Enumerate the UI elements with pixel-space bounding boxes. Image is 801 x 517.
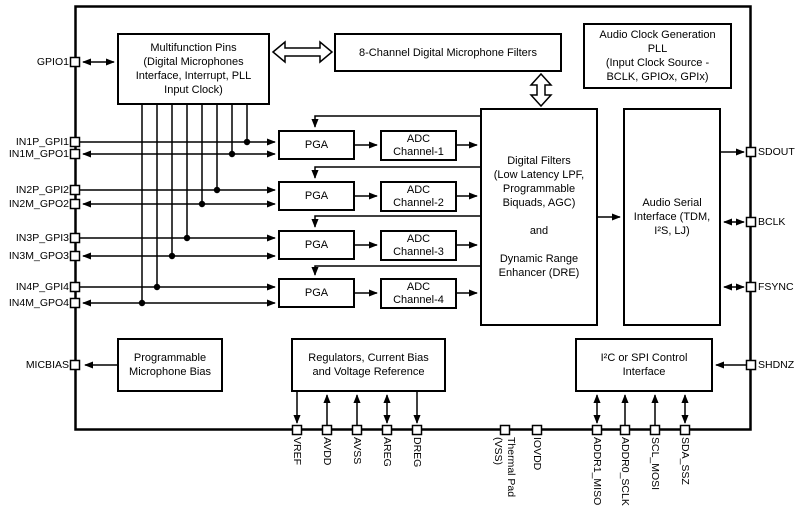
- multifunction-pins-label: Multifunction Pins (Digital Microphones …: [135, 42, 252, 96]
- junction-dots: [138, 138, 251, 307]
- pin-label-sda-ssz: SDA_SSZ: [679, 437, 691, 485]
- pga-block-3: PGA: [278, 230, 355, 260]
- pin-label-iovdd: IOVDD: [531, 437, 543, 471]
- pga-label-4: PGA: [304, 286, 329, 299]
- pin-label-in4m-gpo4: IN4M_GPO4: [8, 297, 69, 309]
- pin-label-scl-mosi: SCL_MOSI: [649, 437, 661, 491]
- regulators-label: Regulators, Current Bias and Voltage Ref…: [308, 352, 429, 378]
- pin-label-in2m-gpo2: IN2M_GPO2: [8, 198, 69, 210]
- pin-label-addr0-sclk: ADDR0_SCLK: [619, 437, 631, 506]
- pga-block-4: PGA: [278, 278, 355, 308]
- pga-label-2: PGA: [304, 189, 329, 202]
- dmic-bus-arrow-horizontal: [271, 40, 334, 64]
- mic-bias-block: Programmable Microphone Bias: [117, 338, 223, 392]
- pin-label-gpio1: GPIO1: [36, 56, 69, 68]
- pin-label-in4p-gpi4: IN4P_GPI4: [15, 281, 69, 293]
- adc-channel-label-4: ADC Channel-4: [393, 280, 444, 306]
- digital-filters-label: Digital Filters (Low Latency LPF, Progra…: [493, 155, 585, 279]
- pin-label-avss: AVSS: [351, 437, 363, 465]
- pga-block-2: PGA: [278, 181, 355, 211]
- control-interface-label: I²C or SPI Control Interface: [600, 352, 688, 378]
- digital-filters-block: Digital Filters (Low Latency LPF, Progra…: [480, 108, 598, 326]
- audio-serial-interface-block: Audio Serial Interface (TDM, I²S, LJ): [623, 108, 721, 326]
- signal-lines: [80, 58, 746, 425]
- pin-label-areg: AREG: [381, 437, 393, 467]
- adc-channel-label-3: ADC Channel-3: [393, 232, 444, 258]
- pga-label-3: PGA: [304, 238, 329, 251]
- pin-label-thermal-pad-vss: Thermal Pad (VSS): [492, 437, 517, 498]
- control-interface-block: I²C or SPI Control Interface: [575, 338, 713, 392]
- pin-label-shdnz: SHDNZ: [758, 359, 795, 371]
- audio-serial-interface-label: Audio Serial Interface (TDM, I²S, LJ): [633, 197, 711, 237]
- pga-block-1: PGA: [278, 130, 355, 160]
- pin-label-in3p-gpi3: IN3P_GPI3: [15, 232, 69, 244]
- adc-channel-label-1: ADC Channel-1: [393, 132, 444, 158]
- pin-label-bclk: BCLK: [758, 216, 786, 228]
- pin-label-micbias: MICBIAS: [25, 359, 69, 371]
- pin-label-avdd: AVDD: [321, 437, 333, 466]
- pga-label-1: PGA: [304, 138, 329, 151]
- audio-clock-pll-block: Audio Clock Generation PLL (Input Clock …: [583, 23, 732, 89]
- pin-pads: [69, 56, 757, 436]
- pin-label-in3m-gpo3: IN3M_GPO3: [8, 250, 69, 262]
- adc-channel-block-4: ADC Channel-4: [380, 278, 457, 309]
- adc-channel-block-1: ADC Channel-1: [380, 130, 457, 161]
- pin-label-sdout: SDOUT: [758, 146, 795, 158]
- adc-channel-label-2: ADC Channel-2: [393, 183, 444, 209]
- pin-label-in2p-gpi2: IN2P_GPI2: [15, 184, 69, 196]
- pin-label-thermal-pad: DREG: [411, 437, 423, 468]
- pin-label-in1m-gpo1: IN1M_GPO1: [8, 148, 69, 160]
- dmic-filters-block: 8-Channel Digital Microphone Filters: [334, 33, 562, 72]
- dmic-bus-arrow-vertical: [529, 72, 553, 108]
- bus-arrows: [271, 40, 553, 108]
- multifunction-pins-block: Multifunction Pins (Digital Microphones …: [117, 33, 270, 105]
- adc-channel-block-2: ADC Channel-2: [380, 181, 457, 212]
- pin-label-vref: VREF: [291, 437, 303, 466]
- adc-channel-block-3: ADC Channel-3: [380, 230, 457, 261]
- mic-bias-label: Programmable Microphone Bias: [129, 352, 211, 378]
- pin-label-fsync: FSYNC: [758, 281, 794, 293]
- regulators-block: Regulators, Current Bias and Voltage Ref…: [291, 338, 446, 392]
- pin-label-addr1-miso: ADDR1_MISO: [591, 437, 603, 506]
- dmic-filters-label: 8-Channel Digital Microphone Filters: [359, 46, 537, 59]
- audio-clock-pll-label: Audio Clock Generation PLL (Input Clock …: [599, 29, 716, 83]
- pin-label-in1p-gpi1: IN1P_GPI1: [15, 136, 69, 148]
